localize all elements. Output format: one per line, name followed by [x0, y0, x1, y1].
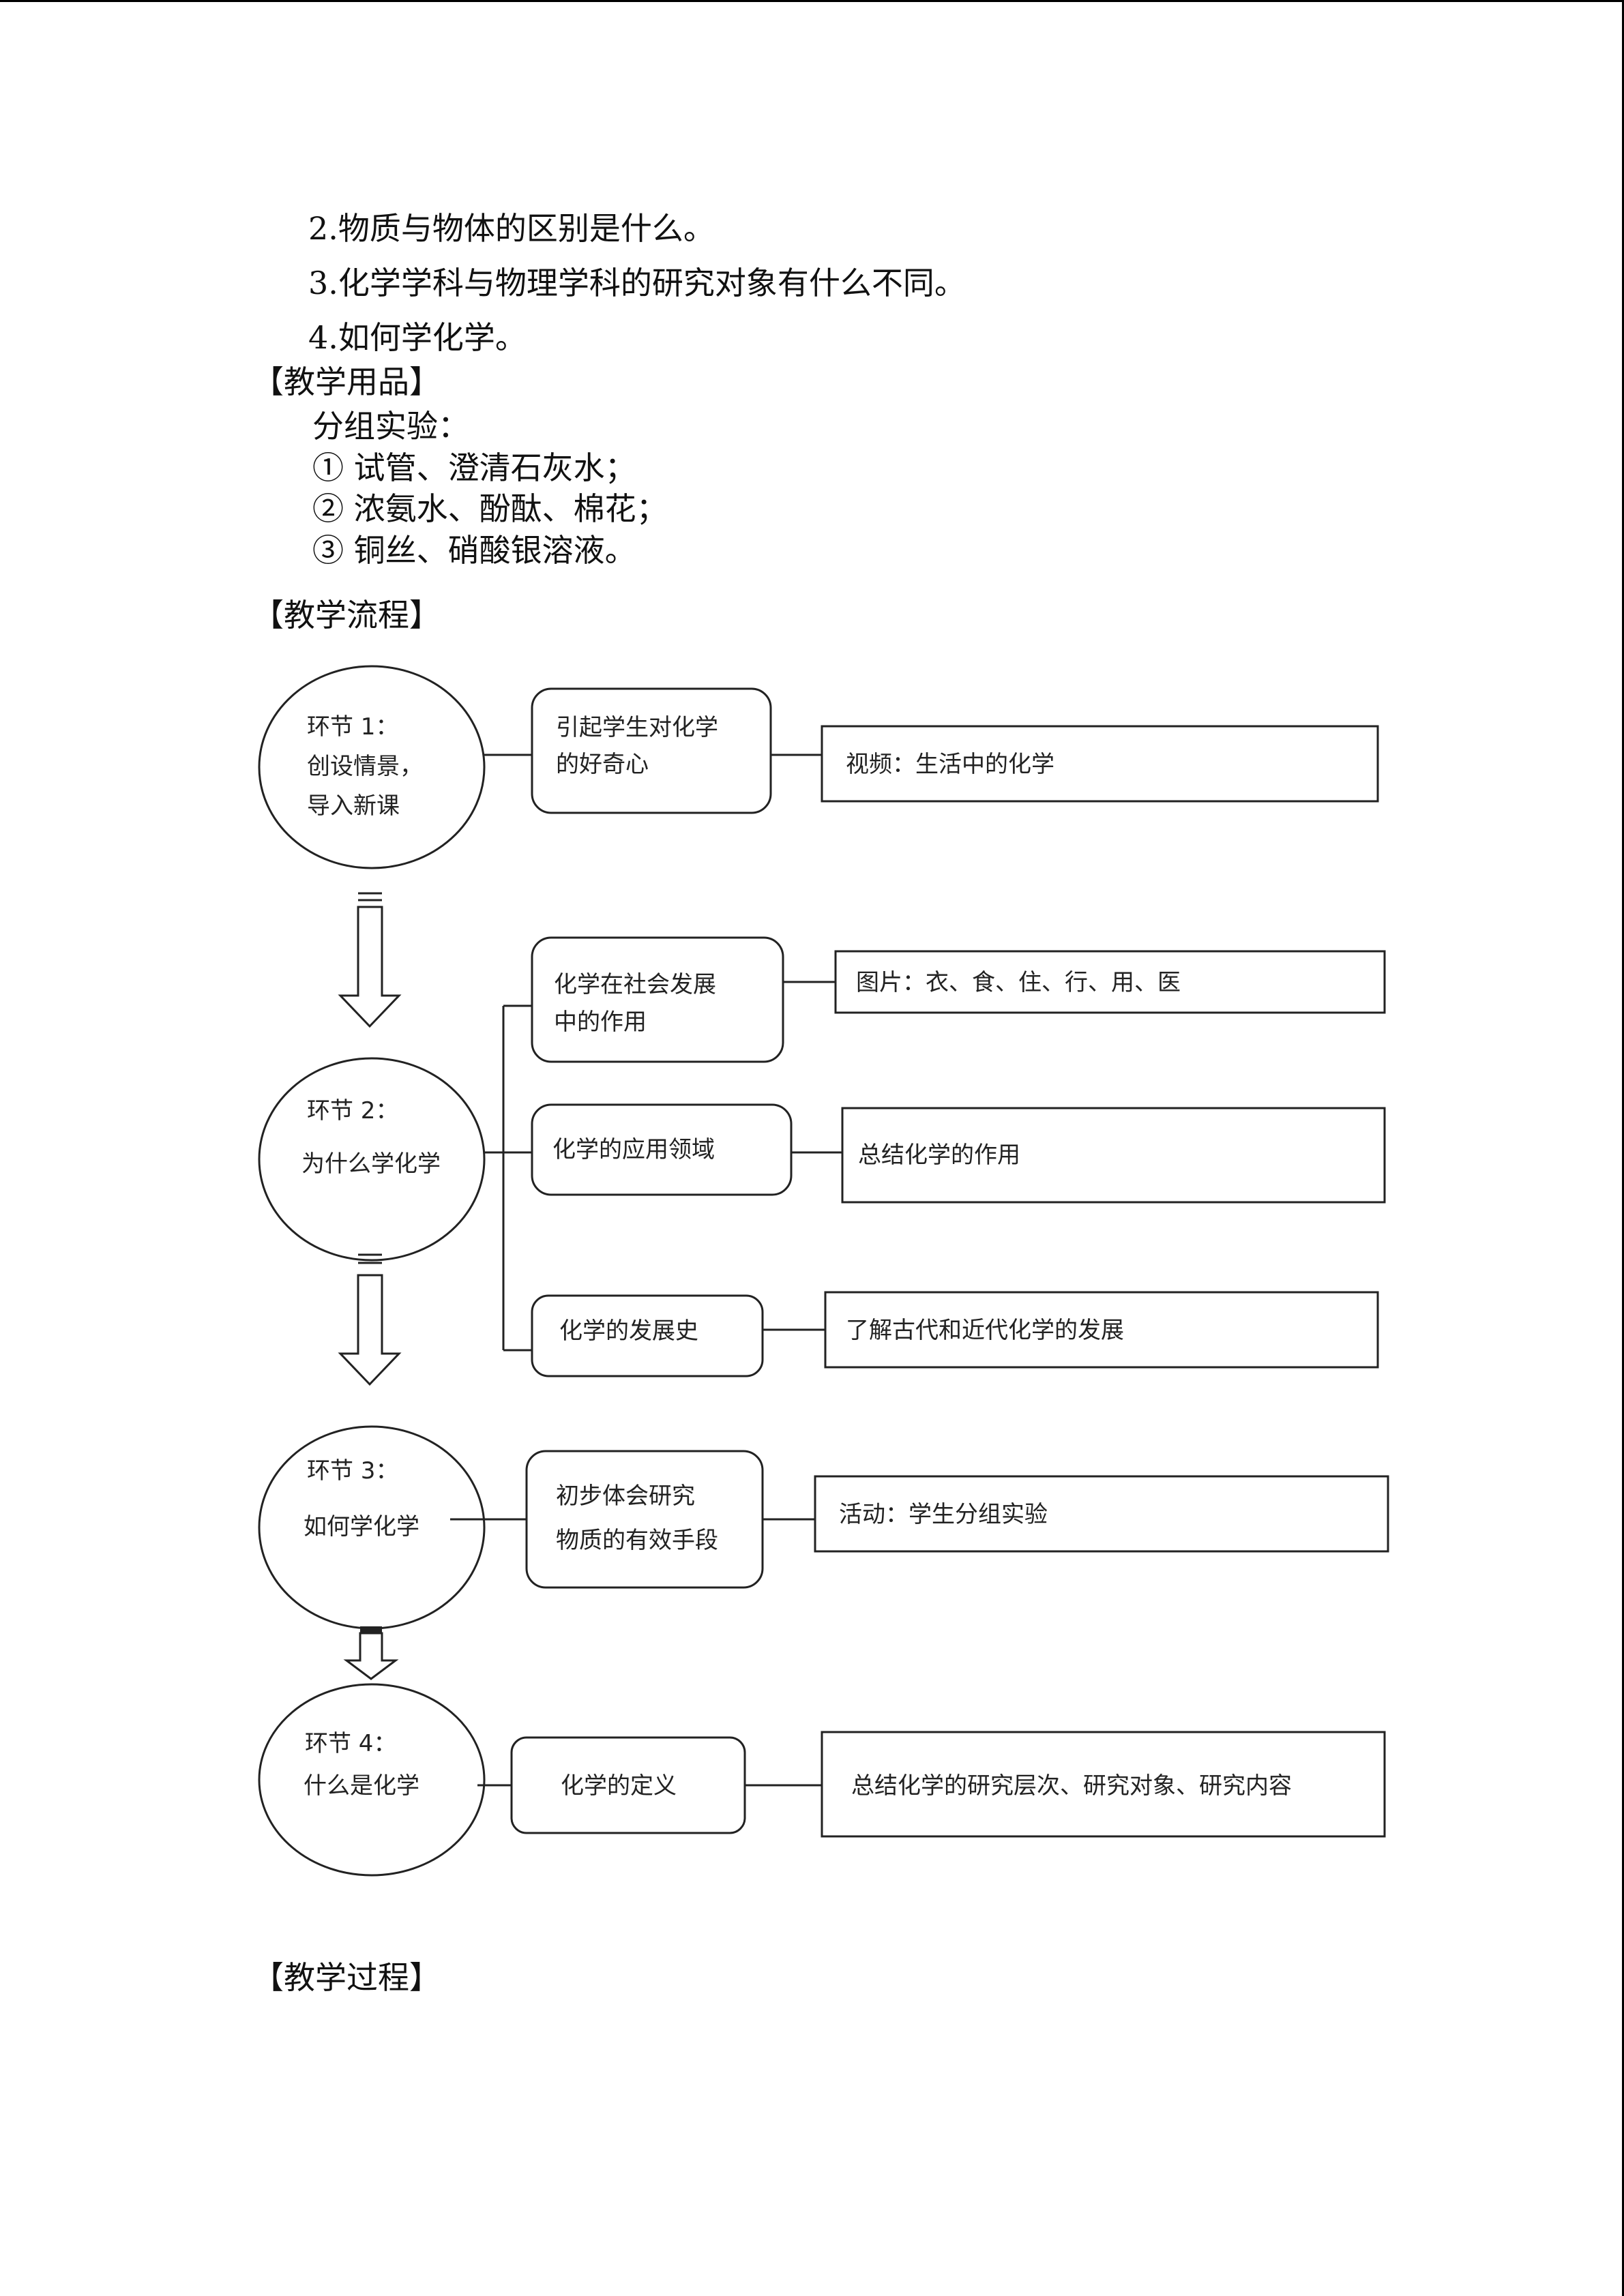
goal-2-line-1: 化学在社会发展 [554, 971, 716, 998]
supplies-heading: 【教学用品】 [252, 363, 441, 400]
stage-1-title: 环节 1： [307, 713, 398, 741]
goal-5-line-1: 初步体会研究 [556, 1482, 695, 1510]
detail-4: 了解古代和近代化学的发展 [846, 1317, 1124, 1344]
goal-6-line-1: 化学的定义 [561, 1772, 677, 1800]
detail-box-2 [834, 950, 1386, 1014]
detail-box-1 [821, 725, 1379, 803]
stage-4-circle [258, 1683, 486, 1877]
supplies-intro: 分组实验： [312, 408, 469, 445]
stage-2-line-1: 为什么学化学 [301, 1150, 441, 1178]
page-top-border [0, 0, 1624, 2]
goal-box-3 [531, 1103, 793, 1196]
detail-5: 活动：学生分组实验 [839, 1501, 1048, 1528]
stage-4-line-1: 什么是化学 [304, 1772, 419, 1800]
goal-3-line-1: 化学的应用领域 [552, 1136, 715, 1163]
question-3: 3.化学学科与物理学科的研究对象有什么不同。 [308, 265, 966, 301]
stage-2-title: 环节 2： [307, 1097, 398, 1124]
teaching-flowchart: 环节 1： 创设情景， 导入新课 环节 2： 为什么学化学 环节 3： 如何学化… [258, 665, 1389, 1877]
detail-box-4 [824, 1291, 1379, 1369]
supplies-item-1: ① 试管、澄清石灰水； [312, 449, 636, 486]
question-2: 2.物质与物体的区别是什么。 [308, 210, 715, 247]
stage-3-title: 环节 3： [307, 1457, 398, 1485]
detail-6: 总结化学的研究层次、研究对象、研究内容 [851, 1772, 1292, 1800]
goal-1-line-1: 引起学生对化学 [556, 714, 718, 741]
goal-box-4 [531, 1294, 764, 1377]
page-right-border [1622, 0, 1624, 2296]
goal-1-line-2: 的好奇心 [556, 751, 649, 778]
stage-1-line-1: 创设情景， [307, 753, 423, 780]
detail-box-6 [821, 1731, 1386, 1838]
goal-box-6 [510, 1736, 746, 1834]
detail-1: 视频：生活中的化学 [846, 751, 1054, 778]
detail-3: 总结化学的作用 [858, 1142, 1020, 1169]
stage-2-circle [258, 1057, 486, 1262]
goal-5-line-2: 物质的有效手段 [556, 1527, 718, 1554]
arrow-down-2 [338, 1274, 402, 1386]
stage-3-line-1: 如何学化学 [304, 1513, 419, 1540]
flow-heading: 【教学流程】 [252, 597, 441, 633]
supplies-item-2: ② 浓氨水、酚酞、棉花； [312, 490, 668, 527]
goal-box-1 [531, 687, 772, 814]
goal-box-2 [531, 936, 784, 1063]
detail-box-3 [841, 1107, 1386, 1204]
process-heading: 【教学过程】 [252, 1959, 441, 1996]
goal-box-5 [525, 1450, 764, 1589]
goal-2-line-2: 中的作用 [554, 1009, 647, 1036]
detail-box-5 [814, 1475, 1389, 1553]
supplies-item-3: ③ 铜丝、硝酸银溶液。 [312, 532, 636, 569]
stage-1-line-2: 导入新课 [307, 792, 400, 820]
detail-2: 图片：衣、食、住、行、用、医 [856, 969, 1181, 996]
question-4: 4.如何学化学。 [308, 319, 527, 356]
arrow-down-1 [338, 906, 402, 1028]
goal-4-line-1: 化学的发展史 [559, 1317, 698, 1345]
arrow-down-3 [343, 1632, 399, 1680]
stage-4-title: 环节 4： [305, 1730, 396, 1757]
stage-1-circle [258, 665, 486, 869]
